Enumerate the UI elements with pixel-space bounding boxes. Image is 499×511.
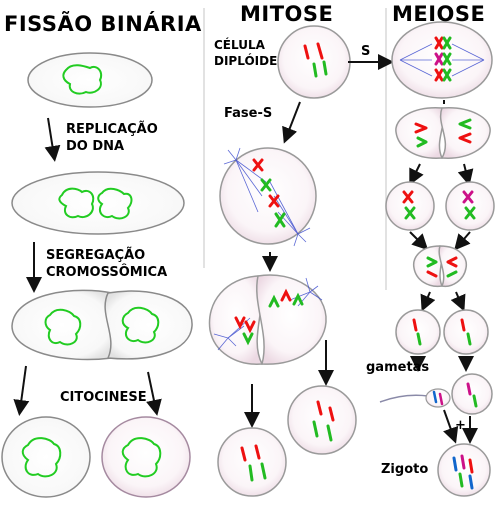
arrow-down [450, 291, 466, 312]
haploid-cell [395, 309, 441, 355]
spindle-fibers [223, 147, 311, 247]
meiosis-ii-dividing-cell [412, 245, 468, 288]
label-diploid-cell-2: DIPLÓIDE [214, 54, 278, 68]
arrow-down [420, 291, 436, 312]
chromosome-green [242, 332, 254, 346]
bacterial-dna [21, 437, 62, 478]
mitosis-daughter-cell [287, 385, 357, 455]
chromosome-red [252, 158, 264, 172]
bacterium-cell-dividing [11, 289, 193, 361]
mitotic-spindle-cell [219, 147, 317, 247]
meiosis-ii-cell [385, 181, 435, 231]
chromosome-green [274, 212, 286, 228]
chromosome-green [260, 178, 272, 192]
label-diploid-cell-1: CÉLULA [214, 38, 265, 52]
chromosome-red [316, 42, 324, 60]
meiosis-dividing-cell [395, 107, 491, 159]
mitosis-daughter-cell [217, 427, 287, 497]
arrow-down [146, 371, 162, 416]
meiosis-cell-1 [391, 21, 493, 99]
chromosome-red [268, 194, 280, 208]
haploid-cell [443, 309, 489, 355]
chromosome-green [292, 292, 304, 306]
chromosome-green [312, 62, 318, 78]
mitosis-dividing-cell [208, 274, 327, 365]
arrow-down [409, 231, 429, 251]
daughter-cell-right [101, 416, 191, 498]
chromosome-red [280, 288, 292, 302]
bacterial-dna [121, 306, 160, 344]
spindle-fibers [213, 277, 323, 351]
label-zygote: Zigoto [381, 462, 429, 477]
chromosome-red [234, 316, 246, 330]
daughter-cell-left [1, 416, 91, 498]
label-dna-replication-2: DO DNA [66, 139, 125, 154]
chromosome-green [322, 60, 328, 76]
bacterial-dna [121, 437, 162, 478]
arrow-down [13, 365, 30, 416]
arrow-down [282, 101, 301, 144]
arrow-down [443, 409, 459, 444]
meiosis-column [348, 21, 495, 497]
zygote-cell [437, 443, 491, 497]
bacterial-dna [58, 187, 95, 219]
sperm-gamete [379, 388, 451, 408]
title-mitosis: MITOSE [240, 2, 334, 26]
diploid-cell [277, 25, 351, 99]
label-s: S [361, 44, 371, 59]
bacterial-dna [44, 308, 82, 346]
bacterial-dna [97, 187, 133, 220]
chromosome-green [268, 294, 280, 308]
label-plus: + [455, 418, 466, 433]
arrow-down [44, 117, 61, 162]
mitosis-column [208, 25, 357, 497]
label-chromosome-segregation-1: SEGREGAÇÃO [46, 248, 146, 263]
label-gametes: gametas [366, 360, 430, 375]
label-s-phase: Fase-S [224, 106, 273, 121]
bacterium-cell [27, 52, 153, 108]
label-dna-replication-1: REPLICAÇÃO [66, 122, 158, 137]
label-cytokinesis: CITOCINESE [60, 390, 147, 405]
bacterial-dna [62, 64, 103, 95]
bacterium-cell-replicated [11, 171, 185, 235]
title-binary-fission: FISSÃO BINÁRIA [4, 12, 202, 36]
binary-fission-column [1, 52, 193, 498]
arrow-down [457, 163, 474, 186]
label-chromosome-segregation-2: CROMOSSÔMICA [46, 265, 168, 280]
title-meiosis: MEIOSE [392, 2, 486, 26]
egg-gamete [451, 373, 493, 415]
arrow-down [454, 231, 471, 251]
chromosome-red [244, 320, 256, 334]
chromosome-red [303, 44, 310, 60]
arrow-down [409, 163, 424, 186]
meiosis-ii-cell [445, 181, 495, 231]
